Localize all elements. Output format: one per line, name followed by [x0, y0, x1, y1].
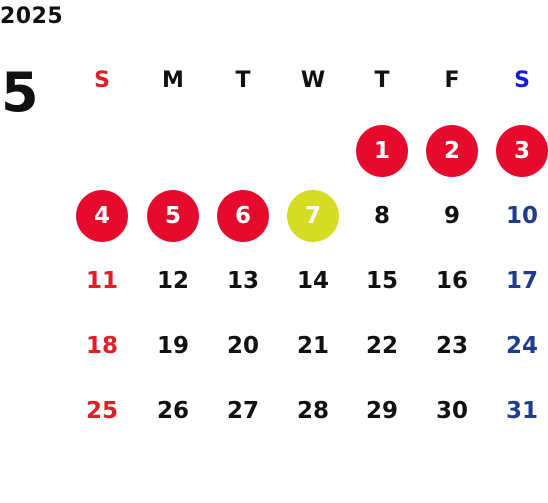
day-cell-19[interactable]: 19	[156, 333, 189, 359]
day-cell-22[interactable]: 22	[365, 333, 398, 359]
day-cell-3[interactable]: 3	[496, 125, 548, 177]
weekday-heading-3: W	[300, 68, 326, 93]
day-cell-10[interactable]: 10	[505, 203, 538, 229]
day-cell-26[interactable]: 26	[156, 398, 189, 424]
day-cell-25[interactable]: 25	[85, 398, 118, 424]
day-cell-1[interactable]: 1	[356, 125, 408, 177]
day-cell-23[interactable]: 23	[435, 333, 468, 359]
day-cell-15[interactable]: 15	[365, 268, 398, 294]
day-cell-9[interactable]: 9	[443, 203, 460, 229]
day-cell-12[interactable]: 12	[156, 268, 189, 294]
day-cell-27[interactable]: 27	[226, 398, 259, 424]
weekday-heading-6: S	[514, 68, 530, 93]
day-cell-4[interactable]: 4	[76, 190, 128, 242]
day-cell-13[interactable]: 13	[226, 268, 259, 294]
day-cell-28[interactable]: 28	[296, 398, 329, 424]
weekday-heading-0: S	[94, 68, 110, 93]
day-cell-21[interactable]: 21	[296, 333, 329, 359]
year-label: 2025	[0, 4, 64, 29]
weekday-heading-4: T	[374, 68, 390, 93]
weekday-heading-1: M	[162, 68, 184, 93]
day-cell-16[interactable]: 16	[435, 268, 468, 294]
day-cell-24[interactable]: 24	[505, 333, 538, 359]
day-cell-17[interactable]: 17	[505, 268, 538, 294]
day-cell-6[interactable]: 6	[217, 190, 269, 242]
day-cell-31[interactable]: 31	[505, 398, 538, 424]
day-cell-7[interactable]: 7	[287, 190, 339, 242]
weekday-heading-2: T	[235, 68, 251, 93]
day-cell-14[interactable]: 14	[296, 268, 329, 294]
day-cell-5[interactable]: 5	[147, 190, 199, 242]
day-cell-8[interactable]: 8	[373, 203, 390, 229]
day-cell-11[interactable]: 11	[85, 268, 118, 294]
month-number: 5	[1, 61, 39, 124]
day-cell-2[interactable]: 2	[426, 125, 478, 177]
day-cell-18[interactable]: 18	[85, 333, 118, 359]
day-cell-29[interactable]: 29	[365, 398, 398, 424]
weekday-heading-5: F	[444, 68, 460, 93]
day-cell-20[interactable]: 20	[226, 333, 259, 359]
day-cell-30[interactable]: 30	[435, 398, 468, 424]
